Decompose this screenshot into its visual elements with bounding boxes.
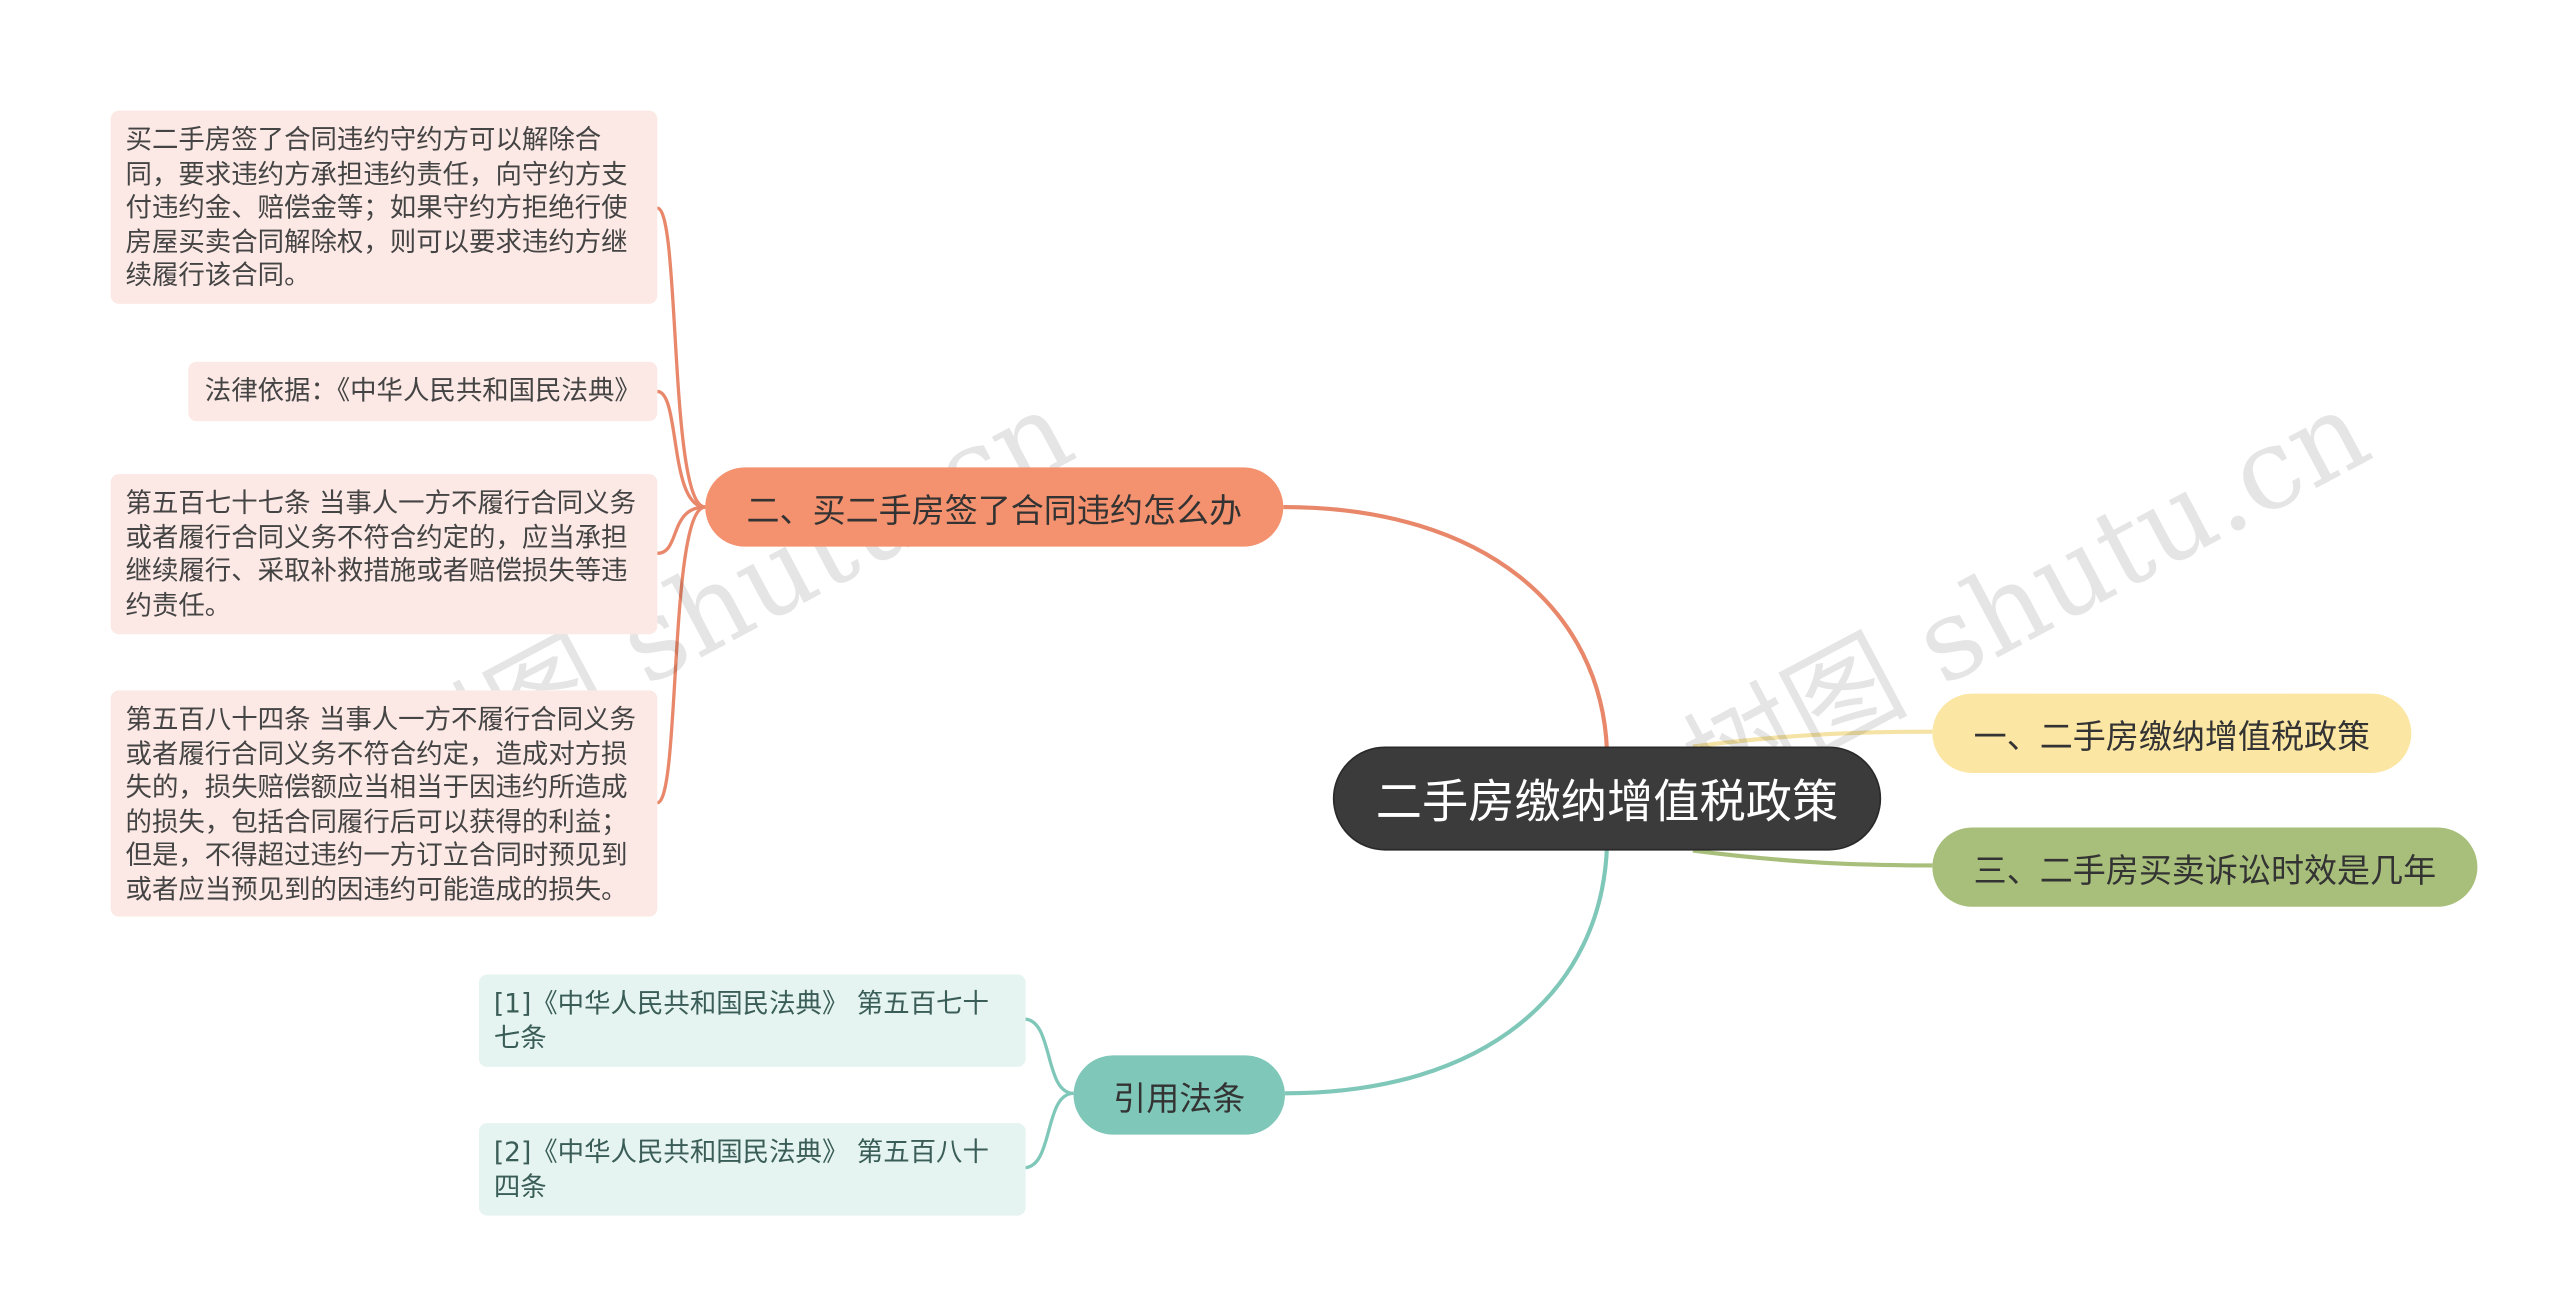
leaf-contract-answer[interactable]: 买二手房签了合同违约守约方可以解除合同，要求违约方承担违约责任，向守约方支付违约…	[110, 110, 658, 304]
branch-contract-breach[interactable]: 二、买二手房签了合同违约怎么办	[705, 467, 1284, 547]
branch-label: 一、二手房缴纳增值税政策	[1973, 715, 2371, 756]
leaf-citation-1[interactable]: [1]《中华人民共和国民法典》 第五百七十七条	[478, 974, 1026, 1067]
leaf-text: 第五百八十四条 当事人一方不履行合同义务或者履行合同义务不符合约定，造成对方损失…	[125, 703, 637, 905]
leaf-citation-2[interactable]: [2]《中华人民共和国民法典》 第五百八十四条	[478, 1123, 1026, 1216]
branch-vat-policy[interactable]: 一、二手房缴纳增值税政策	[1932, 693, 2412, 773]
leaf-text: [1]《中华人民共和国民法典》 第五百七十七条	[493, 987, 989, 1053]
leaf-text: [2]《中华人民共和国民法典》 第五百八十四条	[493, 1136, 989, 1202]
link-contract-leaf-4	[656, 505, 706, 805]
branch-label: 三、二手房买卖诉讼时效是几年	[1973, 849, 2437, 890]
root-label: 二手房缴纳增值税政策	[1375, 773, 1839, 829]
leaf-legal-basis[interactable]: 法律依据：《中华人民共和国民法典》	[188, 361, 658, 422]
link-root-policy	[1692, 729, 1933, 749]
link-root-citations	[1284, 845, 1610, 1096]
leaf-text: 第五百七十七条 当事人一方不履行合同义务或者履行合同义务不符合约定的，应当承担继…	[125, 487, 637, 621]
leaf-article-584[interactable]: 第五百八十四条 当事人一方不履行合同义务或者履行合同义务不符合约定，造成对方损失…	[110, 690, 658, 917]
link-citations-leaf-2	[1023, 1091, 1074, 1170]
branch-label: 引用法条	[1113, 1077, 1246, 1118]
branch-label: 二、买二手房签了合同违约怎么办	[746, 489, 1243, 530]
leaf-text: 法律依据：《中华人民共和国民法典》	[204, 374, 641, 407]
link-contract-leaf-2	[656, 389, 706, 509]
branch-litigation-period[interactable]: 三、二手房买卖诉讼时效是几年	[1932, 827, 2478, 907]
link-citations-leaf-1	[1023, 1017, 1074, 1096]
leaf-text: 买二手房签了合同违约守约方可以解除合同，要求违约方承担违约责任，向守约方支付违约…	[125, 123, 628, 291]
link-root-contract	[1283, 504, 1610, 752]
leaf-article-577[interactable]: 第五百七十七条 当事人一方不履行合同义务或者履行合同义务不符合约定的，应当承担继…	[110, 474, 658, 635]
root-node[interactable]: 二手房缴纳增值税政策	[1332, 746, 1882, 851]
branch-citations[interactable]: 引用法条	[1073, 1055, 1285, 1135]
link-contract-leaf-3	[657, 505, 706, 555]
link-root-litigation	[1692, 848, 1933, 868]
link-contract-leaf-1	[656, 206, 706, 509]
